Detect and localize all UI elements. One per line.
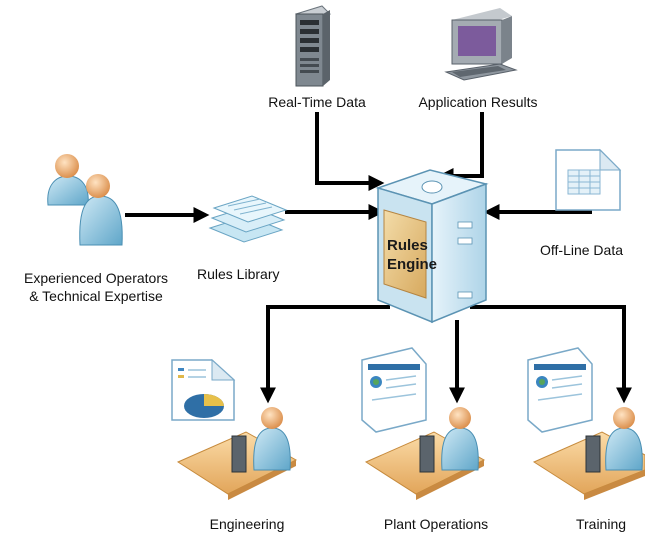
engineering-label: Engineering xyxy=(209,516,285,532)
users-icon xyxy=(47,154,123,246)
documents-icon xyxy=(208,195,288,243)
rules-engine-label: Rules Engine xyxy=(387,236,438,274)
workstation-training xyxy=(527,347,645,500)
arrow-realtime-to-engine xyxy=(315,112,385,191)
arrow-appresults-to-engine xyxy=(437,112,484,184)
plant-operations-label: Plant Operations xyxy=(383,516,489,532)
spreadsheet-icon xyxy=(555,148,622,211)
rules-engine-label-line2: Engine xyxy=(387,256,438,273)
server-icon xyxy=(295,5,331,87)
computer-icon xyxy=(444,8,518,81)
arrow-engine-to-engineering xyxy=(260,305,390,404)
realtime-data-label: Real-Time Data xyxy=(268,94,366,110)
rules-library-label: Rules Library xyxy=(197,266,280,282)
connectors xyxy=(125,112,632,404)
application-results-label: Application Results xyxy=(418,94,538,110)
arrow-engine-to-training xyxy=(470,305,632,404)
offline-data-label: Off-Line Data xyxy=(540,242,624,258)
workstation-plantops xyxy=(361,347,486,500)
training-label: Training xyxy=(575,516,627,532)
operators-label-line1: Experienced Operators xyxy=(24,270,168,286)
workstation-engineering xyxy=(171,358,298,500)
rules-engine-label-line1: Rules xyxy=(387,237,428,254)
rules-engine-icon xyxy=(375,169,489,324)
operators-label-line2: & Technical Expertise xyxy=(29,288,163,304)
